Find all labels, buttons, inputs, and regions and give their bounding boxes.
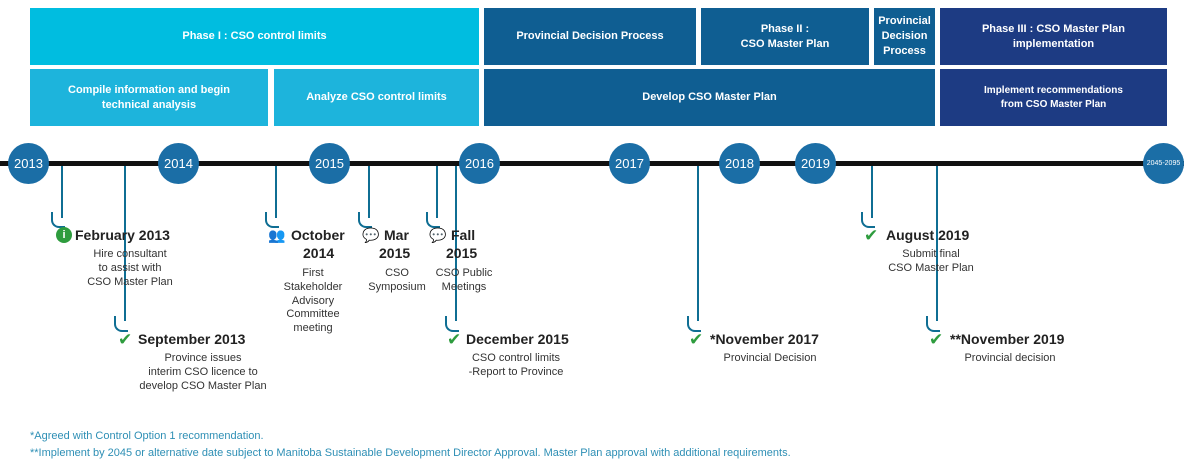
- year-marker-2015: 2015: [309, 143, 350, 184]
- event-title-sep-2013: September 2013: [138, 331, 246, 347]
- task-bar-compile-information: Compile information and begin technical …: [30, 69, 268, 126]
- event-title-aug-2019: August 2019: [886, 227, 970, 243]
- check-icon: ✔: [447, 330, 462, 349]
- check-icon: ✔: [118, 330, 133, 349]
- task-bar-implement-recommendations: Implement recommendations from CSO Maste…: [940, 69, 1167, 126]
- year-marker-2045-2095: 2045-2095: [1143, 143, 1184, 184]
- event-title-nov-2019: **November 2019: [950, 331, 1065, 347]
- connector-hook: [861, 212, 875, 228]
- connector-hook: [445, 316, 459, 332]
- connector-nov-2019: [936, 166, 938, 321]
- connector-feb-2013: [61, 166, 63, 218]
- info-icon: i: [56, 227, 72, 243]
- event-title-fall-2015-line1: Fall: [451, 227, 476, 243]
- connector-hook: [358, 212, 372, 228]
- phase-bar-provincial-decision-1: Provincial Decision Process: [484, 8, 696, 65]
- task-bar-develop-master-plan: Develop CSO Master Plan: [484, 69, 935, 126]
- check-icon: ✔: [864, 226, 879, 245]
- event-desc-aug-2019: Submit final CSO Master Plan: [888, 248, 974, 274]
- group-icon: 👥: [268, 227, 286, 243]
- check-icon: ✔: [929, 330, 944, 349]
- year-marker-2018: 2018: [719, 143, 760, 184]
- year-marker-2019: 2019: [795, 143, 836, 184]
- connector-hook: [114, 316, 128, 332]
- event-desc-nov-2019: Provincial decision: [964, 352, 1056, 364]
- footnote-2: **Implement by 2045 or alternative date …: [30, 447, 791, 459]
- event-title-oct-2014-line2: 2014: [303, 245, 335, 261]
- connector-oct-2014: [275, 166, 277, 218]
- year-marker-2016: 2016: [459, 143, 500, 184]
- year-marker-2017: 2017: [609, 143, 650, 184]
- event-title-dec-2015: December 2015: [466, 331, 569, 347]
- timeline-axis: [0, 161, 1184, 166]
- connector-hook: [687, 316, 701, 332]
- chat-icon: 💬: [429, 227, 447, 243]
- event-title-mar-2015-line2: 2015: [379, 245, 411, 261]
- event-title-feb-2013: February 2013: [75, 227, 170, 243]
- phase-bar-phase-3: Phase III : CSO Master Plan implementati…: [940, 8, 1167, 65]
- event-title-oct-2014-line1: October: [291, 227, 345, 243]
- task-bar-analyze-cso: Analyze CSO control limits: [274, 69, 479, 126]
- connector-hook: [426, 212, 440, 228]
- connector-dec-2015: [455, 166, 457, 321]
- event-desc-sep-2013: Province issues interim CSO licence to d…: [139, 352, 267, 392]
- year-marker-2014: 2014: [158, 143, 199, 184]
- check-icon: ✔: [689, 330, 704, 349]
- connector-sep-2013: [124, 166, 126, 321]
- connector-hook: [51, 212, 65, 228]
- phase-bar-phase-2: Phase II : CSO Master Plan: [701, 8, 869, 65]
- connector-mar-2015: [368, 166, 370, 218]
- phase-bar-phase-1: Phase I : CSO control limits: [30, 8, 479, 65]
- event-title-fall-2015-line2: 2015: [446, 245, 478, 261]
- event-desc-nov-2017: Provincial Decision: [723, 352, 817, 364]
- phase-bar-provincial-decision-2: Provincial Decision Process: [874, 8, 935, 65]
- event-title-mar-2015-line1: Mar: [384, 227, 409, 243]
- connector-nov-2017: [697, 166, 699, 321]
- footnote-1: *Agreed with Control Option 1 recommenda…: [30, 430, 264, 442]
- chat-icon: 💬: [362, 227, 380, 243]
- connector-hook: [926, 316, 940, 332]
- event-desc-mar-2015: CSO Symposium: [368, 267, 426, 293]
- connector-hook: [265, 212, 279, 228]
- year-marker-2013: 2013: [8, 143, 49, 184]
- event-desc-fall-2015: CSO Public Meetings: [435, 267, 493, 293]
- connector-fall-2015: [436, 166, 438, 218]
- connector-aug-2019: [871, 166, 873, 218]
- event-desc-oct-2014: First Stakeholder Advisory Committee mee…: [283, 267, 343, 334]
- event-desc-dec-2015: CSO control limits -Report to Province: [468, 352, 564, 378]
- event-title-nov-2017: *November 2017: [710, 331, 819, 347]
- event-desc-feb-2013: Hire consultant to assist with CSO Maste…: [87, 248, 173, 288]
